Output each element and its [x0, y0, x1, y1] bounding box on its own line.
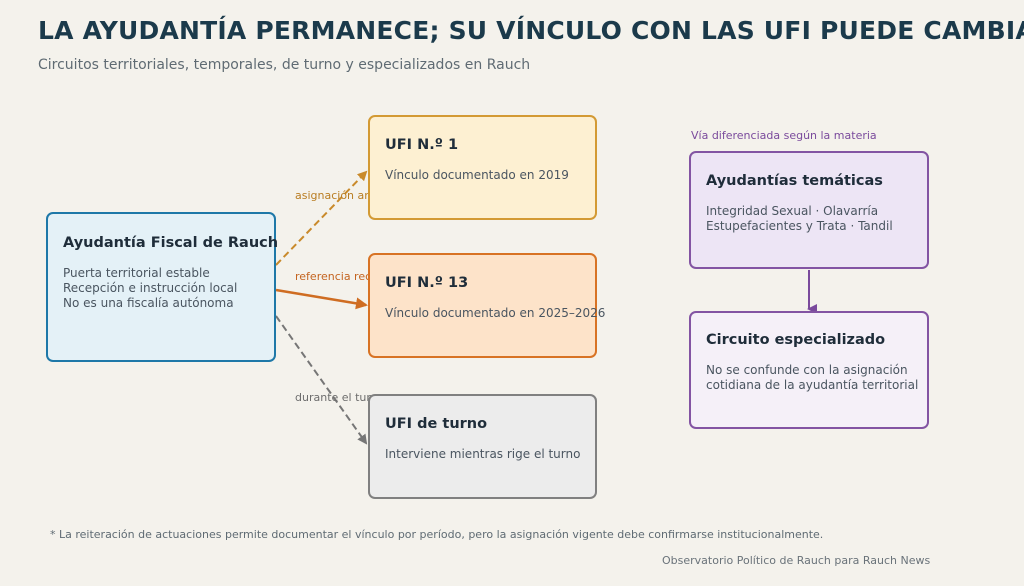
node-line: Integridad Sexual · Olavarría [706, 204, 879, 218]
node-title: Ayudantías temáticas [706, 173, 883, 189]
edge-label-materia: Vía diferenciada según la materia [691, 129, 877, 142]
node-title: UFI N.º 13 [385, 275, 469, 291]
edge-reciente-arrow [275, 288, 368, 310]
node-title: Circuito especializado [706, 332, 886, 348]
credit-line: Observatorio Político de Rauch para Rauc… [662, 554, 931, 567]
node-line: No se confunde con la asignación [706, 363, 908, 377]
node-title: UFI N.º 1 [385, 137, 459, 153]
edge-turno-arrow [275, 315, 368, 445]
node-title: UFI de turno [385, 416, 488, 432]
node-line: cotidiana de la ayudantía territorial [706, 378, 919, 392]
page-subtitle: Circuitos territoriales, temporales, de … [38, 57, 531, 73]
edge-label-turno: durante el turno [295, 391, 385, 404]
node-ayudantia-rauch: Ayudantía Fiscal de Rauch Puerta territo… [46, 212, 279, 362]
node-line: Puerta territorial estable [63, 266, 210, 280]
node-ufi-turno: UFI de turno Interviene mientras rige el… [368, 394, 597, 499]
node-ufi-1: UFI N.º 1 Vínculo documentado en 2019 [368, 115, 597, 220]
node-circuito-especializado: Circuito especializado No se confunde co… [689, 311, 929, 429]
edge-anterior-arrow [275, 170, 368, 266]
node-line: Interviene mientras rige el turno [385, 447, 581, 461]
footnote: * La reiteración de actuaciones permite … [50, 528, 824, 541]
page-title: LA AYUDANTÍA PERMANECE; SU VÍNCULO CON L… [38, 16, 1024, 45]
node-title: Ayudantía Fiscal de Rauch [63, 235, 279, 251]
node-line: Vínculo documentado en 2025–2026 [385, 306, 606, 320]
node-line: No es una fiscalía autónoma [63, 296, 234, 310]
node-line: Estupefacientes y Trata · Tandil [706, 219, 893, 233]
node-ufi-13: UFI N.º 13 Vínculo documentado en 2025–2… [368, 253, 605, 358]
node-line: Vínculo documentado en 2019 [385, 168, 569, 182]
node-ayudantias-tematicas: Ayudantías temáticas Integridad Sexual ·… [689, 151, 929, 269]
node-line: Recepción e instrucción local [63, 281, 238, 295]
